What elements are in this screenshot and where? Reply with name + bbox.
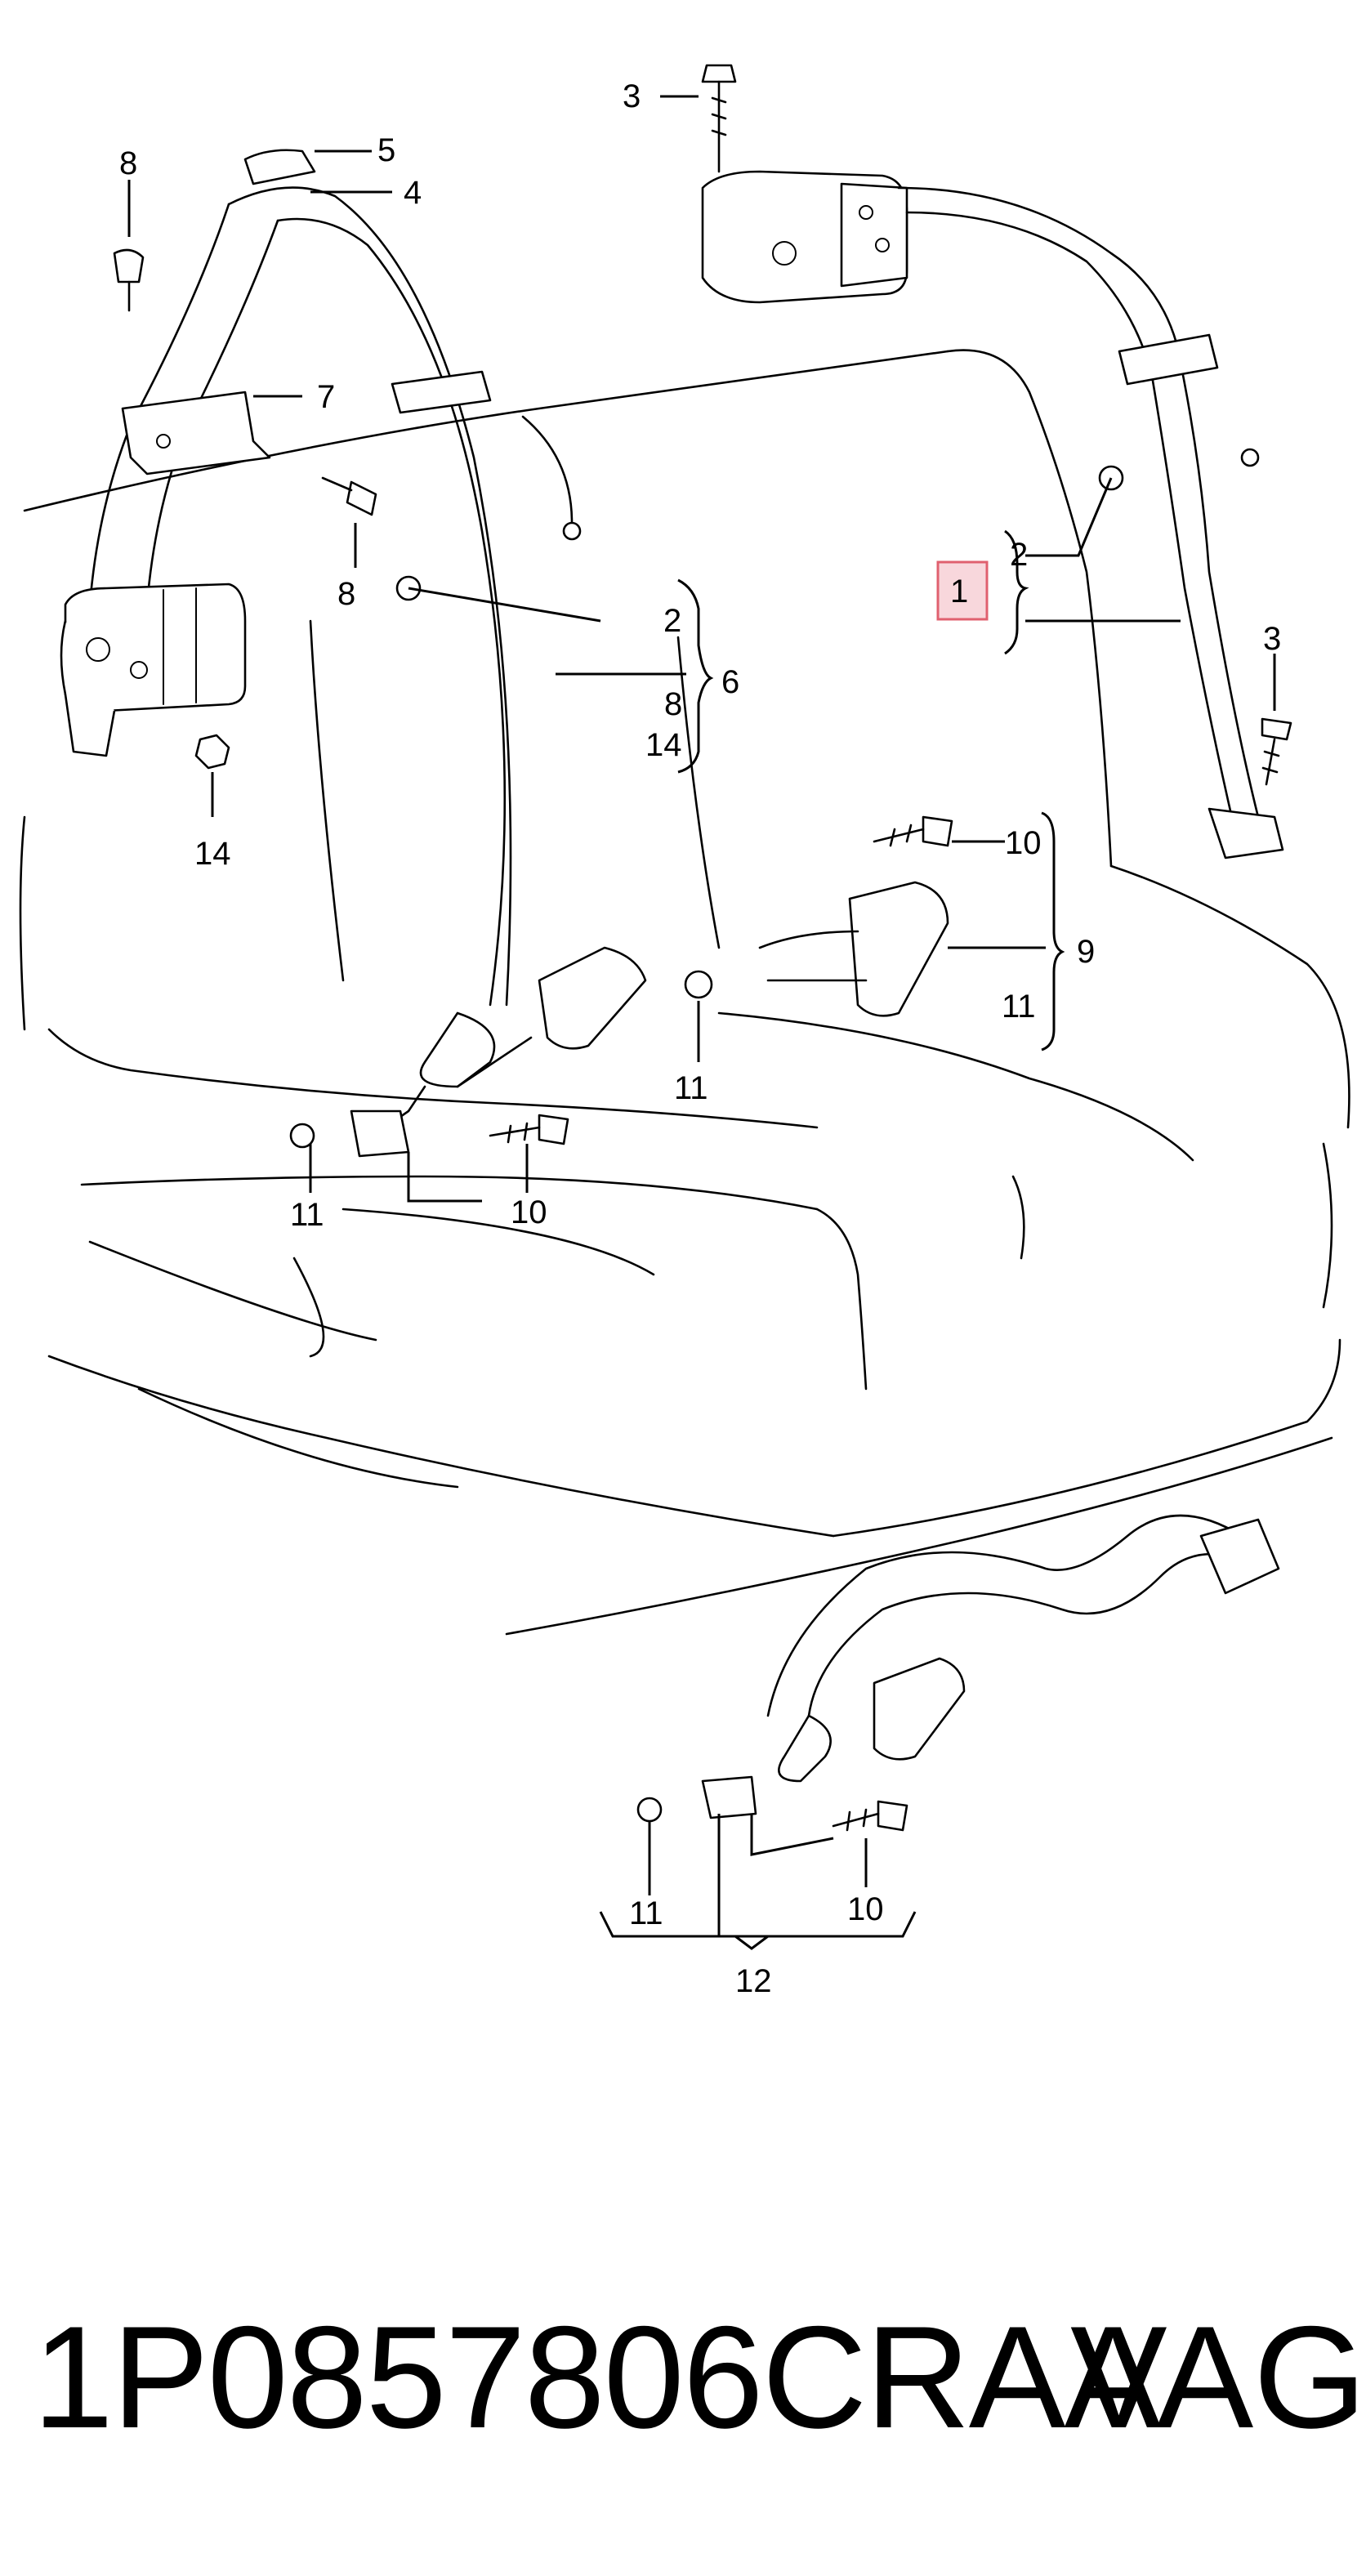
left-retractor xyxy=(60,583,247,757)
callout-3-right: 3 xyxy=(1263,621,1281,657)
manufacturer-name: VAG xyxy=(1070,2296,1366,2458)
lap-belt-buckle xyxy=(873,1657,966,1761)
bolt-10-top xyxy=(922,815,953,847)
right-belt-slider xyxy=(1118,333,1219,386)
right-lower-anchor xyxy=(1208,807,1284,859)
bolt-8-top xyxy=(113,248,145,283)
callout-12: 12 xyxy=(735,1963,772,1999)
callout-2-left: 2 xyxy=(663,603,681,639)
callout-1-highlight xyxy=(936,560,989,621)
seat-belt-exploded-diagram: 1 2 2 3 3 4 5 6 7 8 8 8 9 10 10 10 11 11… xyxy=(19,64,1350,1999)
left-anchor-plate xyxy=(350,1109,410,1158)
bolt-10-low xyxy=(877,1800,908,1832)
bolt-3-right xyxy=(1261,717,1292,741)
bolt-8-mid xyxy=(346,480,377,516)
trim-cap xyxy=(243,149,316,185)
belt-slider xyxy=(391,370,492,414)
callout-11-low: 11 xyxy=(629,1895,663,1931)
left-seat-belt-assembly xyxy=(60,149,647,1158)
callout-labels: 1 2 2 3 3 4 5 6 7 8 8 8 9 10 10 10 11 11… xyxy=(119,78,1281,1999)
callout-7: 7 xyxy=(317,379,335,415)
callout-8-top: 8 xyxy=(119,145,137,181)
leader-lines xyxy=(127,95,1276,1950)
callout-10-low: 10 xyxy=(847,1891,884,1927)
right-seat-belt-assembly xyxy=(701,170,1284,859)
callout-10-mid: 10 xyxy=(511,1194,547,1230)
bolt-10-mid xyxy=(538,1114,569,1145)
lap-belt-tongue xyxy=(1199,1518,1280,1595)
callout-1: 1 xyxy=(950,574,968,609)
left-anchor-bracket xyxy=(121,391,271,475)
centre-buckle-assembly xyxy=(684,881,949,1017)
callout-2-right: 2 xyxy=(1010,537,1028,573)
callout-11-centre: 11 xyxy=(674,1070,708,1106)
callout-9: 9 xyxy=(1077,934,1095,970)
callout-14-group: 14 xyxy=(645,727,682,763)
callout-3-top: 3 xyxy=(623,78,641,114)
part-number: 1P0857806CRAA xyxy=(33,2296,1161,2458)
centre-buckle xyxy=(848,881,949,1017)
callout-10-top: 10 xyxy=(1005,825,1042,861)
nut-14 xyxy=(194,734,230,770)
callout-14-left: 14 xyxy=(194,836,231,872)
callout-8-mid: 8 xyxy=(337,576,355,612)
callout-4: 4 xyxy=(404,175,422,211)
left-buckle xyxy=(538,946,647,1050)
callout-6: 6 xyxy=(721,664,739,700)
callout-11-right: 11 xyxy=(1002,989,1036,1025)
callout-8-group: 8 xyxy=(664,686,682,722)
callout-5: 5 xyxy=(377,132,395,168)
centre-lap-belt xyxy=(636,1514,1280,1823)
bolt-3-top xyxy=(701,64,737,83)
callout-11-left: 11 xyxy=(290,1197,324,1233)
bolts xyxy=(113,64,1292,1832)
rear-seat-outline xyxy=(19,349,1350,1636)
